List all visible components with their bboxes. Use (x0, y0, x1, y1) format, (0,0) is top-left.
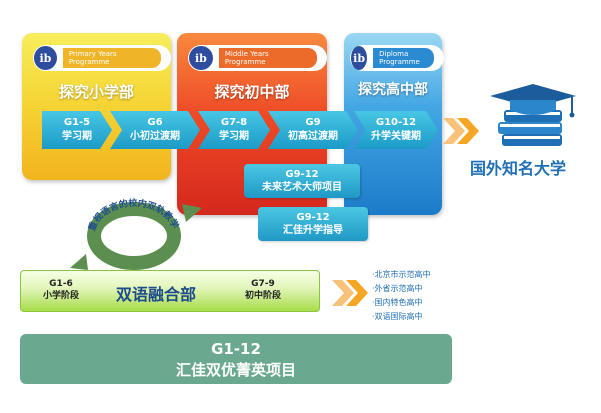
elite-grade: G1-12 (211, 340, 261, 358)
future-art-master-program: G9-12 未来艺术大师项目 (244, 164, 360, 198)
stage-grade: G9 (305, 117, 321, 128)
stage-grade: G7-8 (220, 117, 248, 128)
destination-label: 国外知名大学 (470, 159, 567, 178)
bilingual-title: 双语融合部 (116, 285, 197, 304)
stage-g6: G6 小初过渡期 (110, 111, 200, 149)
dp-badge-label: Diploma Programme (373, 48, 434, 68)
stage-grade: G1-5 (63, 117, 91, 128)
myp-title: 探究初中部 (214, 83, 290, 101)
school-item: ·国内特色高中 (372, 298, 423, 307)
stage-g7-8: G7-8 学习期 (198, 111, 270, 149)
bilingual-department-bar: G1-6 小学阶段 双语融合部 G7-9 初中阶段 (20, 270, 320, 312)
cycle-arrow-head-icon (182, 204, 202, 222)
cycle-arrow-head-icon (70, 254, 88, 270)
stage-grade: G6 (147, 117, 163, 128)
bilingual-middle-grade: G7-9 (251, 279, 275, 289)
myp-badge: ib Middle Years Programme (188, 45, 327, 71)
school-item: ·外省示范高中 (372, 284, 423, 293)
high-school-list: ·北京市示范高中 ·外省示范高中 ·国内特色高中 ·双语国际高中 (372, 268, 431, 324)
ib-logo-icon: ib (34, 46, 57, 70)
bilingual-primary-grade: G1-6 (49, 279, 73, 289)
dp-badge: ib Diploma Programme (350, 45, 444, 71)
subprogram-name: 未来艺术大师项目 (262, 182, 342, 193)
stage-g9: G9 初高过渡期 (268, 111, 358, 149)
bilingual-middle-name: 初中阶段 (245, 291, 282, 301)
primary-years-card: ib Primary Years Programme 探究小学部 (22, 33, 171, 180)
ib-logo-icon: ib (189, 46, 213, 70)
cycle-arrow-icon: 重视语言的校内双轨教学 (70, 197, 202, 270)
stage-name: 小初过渡期 (130, 131, 180, 142)
pyp-badge-label: Primary Years Programme (62, 48, 161, 68)
double-chevron-arrow-icon (443, 118, 479, 144)
double-chevron-arrow-icon (332, 280, 368, 306)
stage-name: 升学关键期 (371, 131, 421, 142)
stage-g1-5: G1-5 学习期 (42, 111, 112, 149)
stage-name: 学习期 (219, 131, 249, 142)
ib-logo-icon: ib (351, 46, 368, 70)
myp-badge-label: Middle Years Programme (218, 48, 317, 68)
stage-g10-12: G10-12 升学关键期 (354, 111, 438, 149)
elite-program-bar: G1-12 汇佳双优菁英项目 (20, 334, 452, 384)
pyp-badge: ib Primary Years Programme (33, 45, 171, 71)
subprogram-grade: G9-12 (285, 169, 319, 180)
stage-name: 初高过渡期 (288, 131, 338, 142)
school-item: ·双语国际高中 (372, 312, 423, 321)
bilingual-middle: G7-9 初中阶段 (245, 278, 281, 302)
bilingual-primary-name: 小学阶段 (43, 291, 80, 301)
stage-name: 学习期 (62, 131, 92, 142)
college-guidance-program: G9-12 汇佳升学指导 (258, 207, 368, 241)
dp-title: 探究高中部 (358, 82, 428, 98)
pyp-title: 探究小学部 (58, 83, 134, 101)
school-item: ·北京市示范高中 (372, 270, 431, 279)
elite-name: 汇佳双优菁英项目 (175, 361, 296, 379)
subprogram-name: 汇佳升学指导 (283, 225, 343, 236)
graduation-cap-books-icon (490, 84, 576, 146)
stage-grade: G10-12 (375, 117, 417, 128)
bilingual-primary: G1-6 小学阶段 (43, 278, 79, 302)
subprogram-grade: G9-12 (296, 212, 330, 223)
